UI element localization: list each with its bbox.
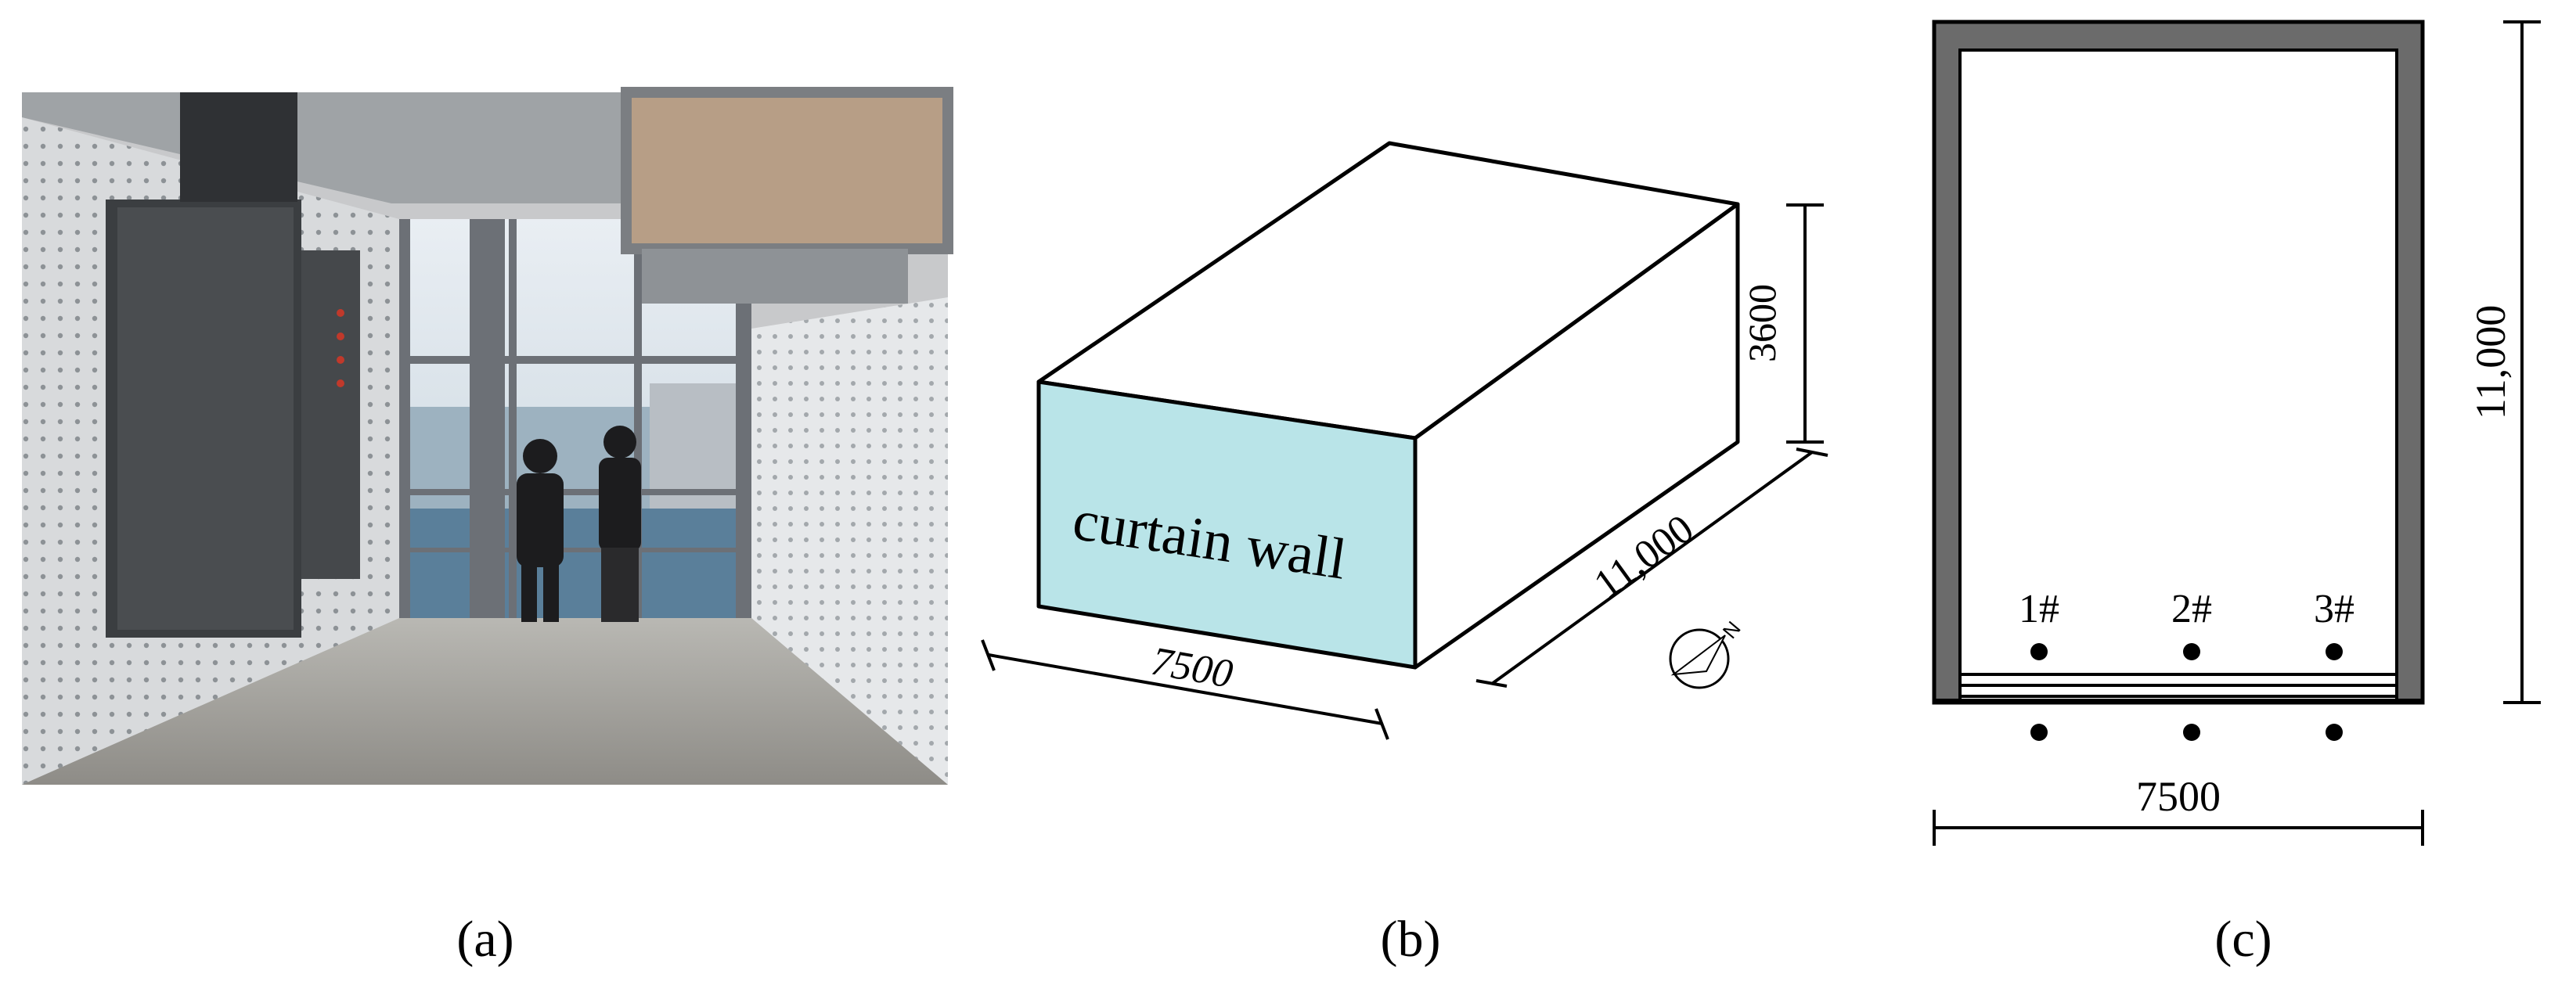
dimension-label-3600-b: 3600 [1740,284,1784,362]
point-1-inside [2030,643,2048,660]
curtain-wall-face [1036,379,1418,670]
caption-a: (a) [456,911,513,968]
compass-north-icon [1669,628,1730,689]
point-2-outside [2183,724,2200,741]
plan-interior [1958,49,2398,704]
dimension-label-7500-c: 7500 [2136,773,2221,820]
point-3-inside [2326,643,2343,660]
dimension-3600-b [1786,203,1824,444]
dimension-label-11000-c: 11,000 [2467,305,2514,420]
point-label-2: 2# [2171,587,2212,631]
panel-c-plan [1932,20,2425,705]
point-label-3: 3# [2314,587,2354,631]
panel-b-isometric-box [1036,141,1740,670]
point-2-inside [2183,643,2200,660]
point-3-outside [2326,724,2343,741]
caption-b: (b) [1381,911,1441,968]
point-label-1: 1# [2019,587,2059,631]
dimension-7500-c [1933,810,2424,846]
dimension-11000-b [1475,448,1828,688]
point-1-outside [2030,724,2048,741]
caption-c: (c) [2214,911,2272,968]
panel-a-photo [22,87,953,785]
dimension-11000-c [2503,20,2541,704]
dimension-7500-b [981,639,1389,740]
dimension-label-7500-b: 7500 [1148,639,1236,697]
measurement-points [2030,643,2343,741]
